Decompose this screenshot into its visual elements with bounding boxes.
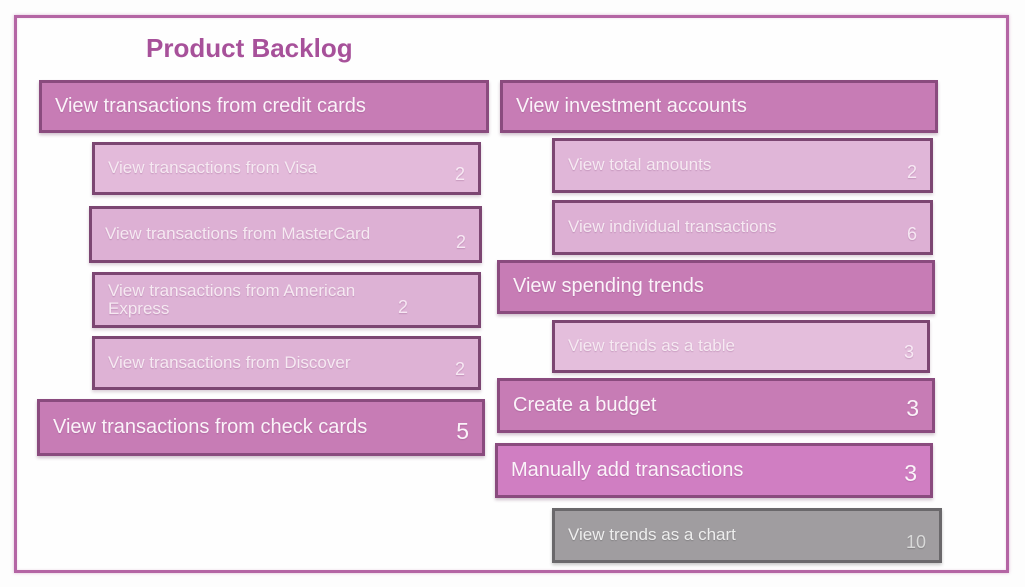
card-view-transactions-check-cards: View transactions from check cards 5 xyxy=(37,399,485,456)
card-view-investment-accounts: View investment accounts xyxy=(500,80,938,133)
card-view-individual-transactions: View individual transactions 6 xyxy=(552,200,933,255)
story-points: 6 xyxy=(906,224,917,244)
story-points: 3 xyxy=(906,395,919,421)
card-label: View individual transactions xyxy=(568,217,777,237)
card-label: View transactions from check cards xyxy=(53,415,368,438)
story-points: 2 xyxy=(398,297,409,317)
card-label: Create a budget xyxy=(513,393,657,416)
story-points: 3 xyxy=(904,460,917,486)
card-label: View spending trends xyxy=(513,275,704,298)
card-view-spending-trends: View spending trends xyxy=(497,260,935,314)
story-points: 2 xyxy=(454,164,465,184)
story-points: 2 xyxy=(454,359,465,379)
card-label: View investment accounts xyxy=(516,94,747,117)
card-label: Manually add transactions xyxy=(511,458,744,481)
card-label: View transactions from credit cards xyxy=(55,94,366,117)
card-label: View trends as a table xyxy=(568,336,735,356)
card-label: View transactions from Visa xyxy=(108,158,318,178)
card-manually-add-transactions: Manually add transactions 3 xyxy=(495,443,933,498)
card-create-a-budget: Create a budget 3 xyxy=(497,378,935,433)
story-points: 2 xyxy=(906,162,917,182)
card-label: View total amounts xyxy=(568,155,712,175)
card-view-trends-as-table: View trends as a table 3 xyxy=(552,320,930,373)
card-view-total-amounts: View total amounts 2 xyxy=(552,138,933,193)
card-view-transactions-american-express: View transactions from American Express … xyxy=(92,272,481,328)
card-view-transactions-discover: View transactions from Discover 2 xyxy=(92,336,481,390)
story-points: 5 xyxy=(456,418,469,444)
page-title: Product Backlog xyxy=(146,33,353,63)
card-label: View transactions from MasterCard xyxy=(105,224,371,244)
story-points: 10 xyxy=(905,532,926,552)
card-label: View transactions from American Express xyxy=(108,280,356,318)
card-label: View transactions from Discover xyxy=(108,352,351,372)
card-label: View trends as a chart xyxy=(568,525,736,545)
card-view-transactions-credit-cards: View transactions from credit cards xyxy=(39,80,489,133)
card-view-transactions-visa: View transactions from Visa 2 xyxy=(92,142,481,195)
story-points: 3 xyxy=(903,342,914,362)
card-view-trends-as-chart: View trends as a chart 10 xyxy=(552,508,942,563)
story-points: 2 xyxy=(455,232,466,252)
card-view-transactions-mastercard: View transactions from MasterCard 2 xyxy=(89,206,482,263)
